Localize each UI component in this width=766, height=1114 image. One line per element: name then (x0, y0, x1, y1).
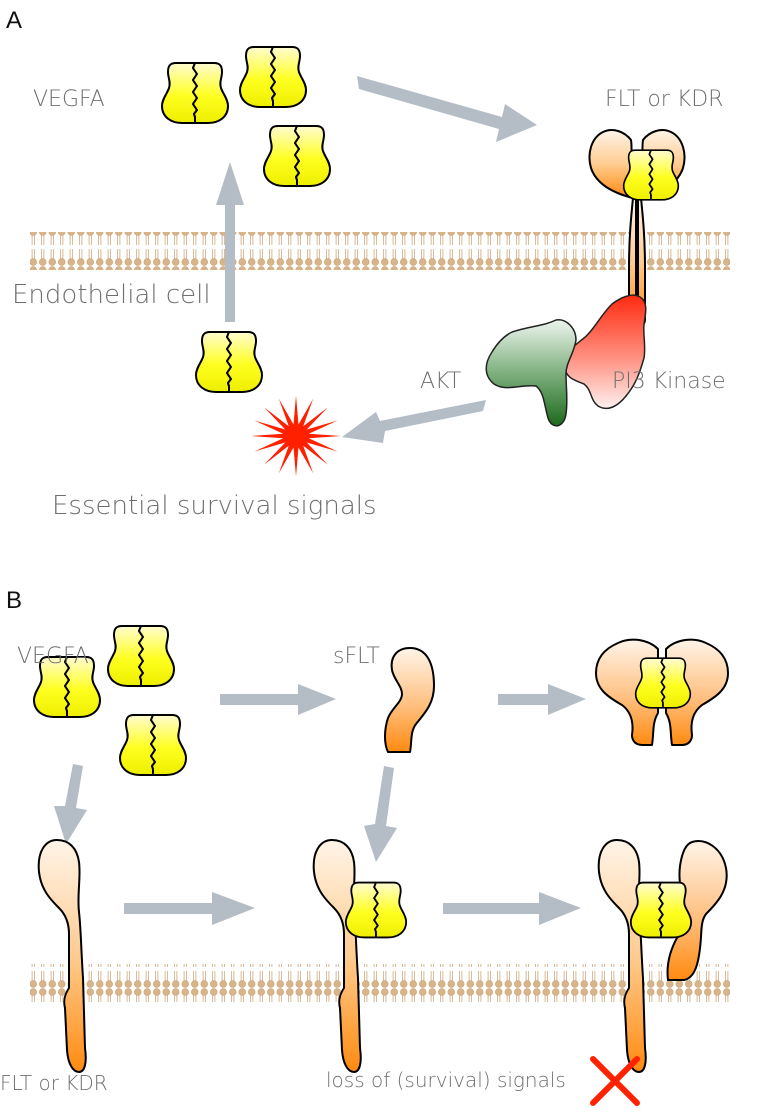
panel-label-a: A (6, 7, 23, 34)
endothelial-cell-label: Endothelial cell (12, 280, 211, 310)
pi3-kinase-label: PI3 Kinase (612, 369, 726, 394)
receptor-label-b: FLT or KDR (0, 1071, 108, 1095)
bound-vegfa-ligand (344, 881, 408, 939)
akt-label: AKT (420, 369, 462, 394)
survival-signals-label: Essential survival signals (52, 491, 377, 521)
arrow-to-receptor (357, 76, 537, 142)
receptor-label: FLT or KDR (605, 87, 724, 112)
arrow-secretion (216, 162, 244, 322)
blocked-vegfa-ligand (629, 881, 693, 939)
cell-membrane-top (30, 232, 730, 270)
vegfa-ligand-intracellular (195, 331, 263, 393)
arrow-receptor-to-bound (124, 892, 255, 925)
cell-membrane-bottom (30, 964, 730, 1002)
cross-icon (590, 1056, 640, 1106)
receptor-with-ligand (312, 839, 362, 1073)
panel-label-b: B (6, 587, 23, 614)
vegfa-ligand (119, 714, 187, 776)
loss-of-signals-label: loss of (survival) signals (326, 1068, 566, 1092)
vegfa-ligand (263, 125, 331, 187)
trapped-vegfa-ligand (634, 657, 692, 709)
starburst-icon (251, 395, 341, 477)
sflt-on-receptor (666, 840, 728, 981)
vegfa-ligand (239, 46, 307, 108)
sflt-label: sFLT (333, 644, 380, 669)
unbound-receptor (37, 839, 87, 1073)
arrow-bound-to-blocked (443, 892, 581, 925)
receptor-blocked (597, 839, 647, 1073)
arrow-vegfa-to-sflt (220, 684, 336, 715)
akt-kinase (485, 319, 577, 427)
vegfa-label-b: VEGFA (17, 644, 89, 669)
bound-vegfa-ligand (622, 149, 680, 201)
vegfa-ligand (107, 625, 175, 687)
vegfa-ligand (161, 62, 229, 124)
arrow-to-survival (342, 400, 486, 443)
arrow-vegfa-to-receptor (54, 764, 87, 844)
arrow-sflt-to-trap (498, 684, 586, 715)
soluble-flt (384, 647, 435, 753)
vegfa-label: VEGFA (33, 87, 105, 112)
arrow-sflt-to-bound (364, 766, 397, 862)
